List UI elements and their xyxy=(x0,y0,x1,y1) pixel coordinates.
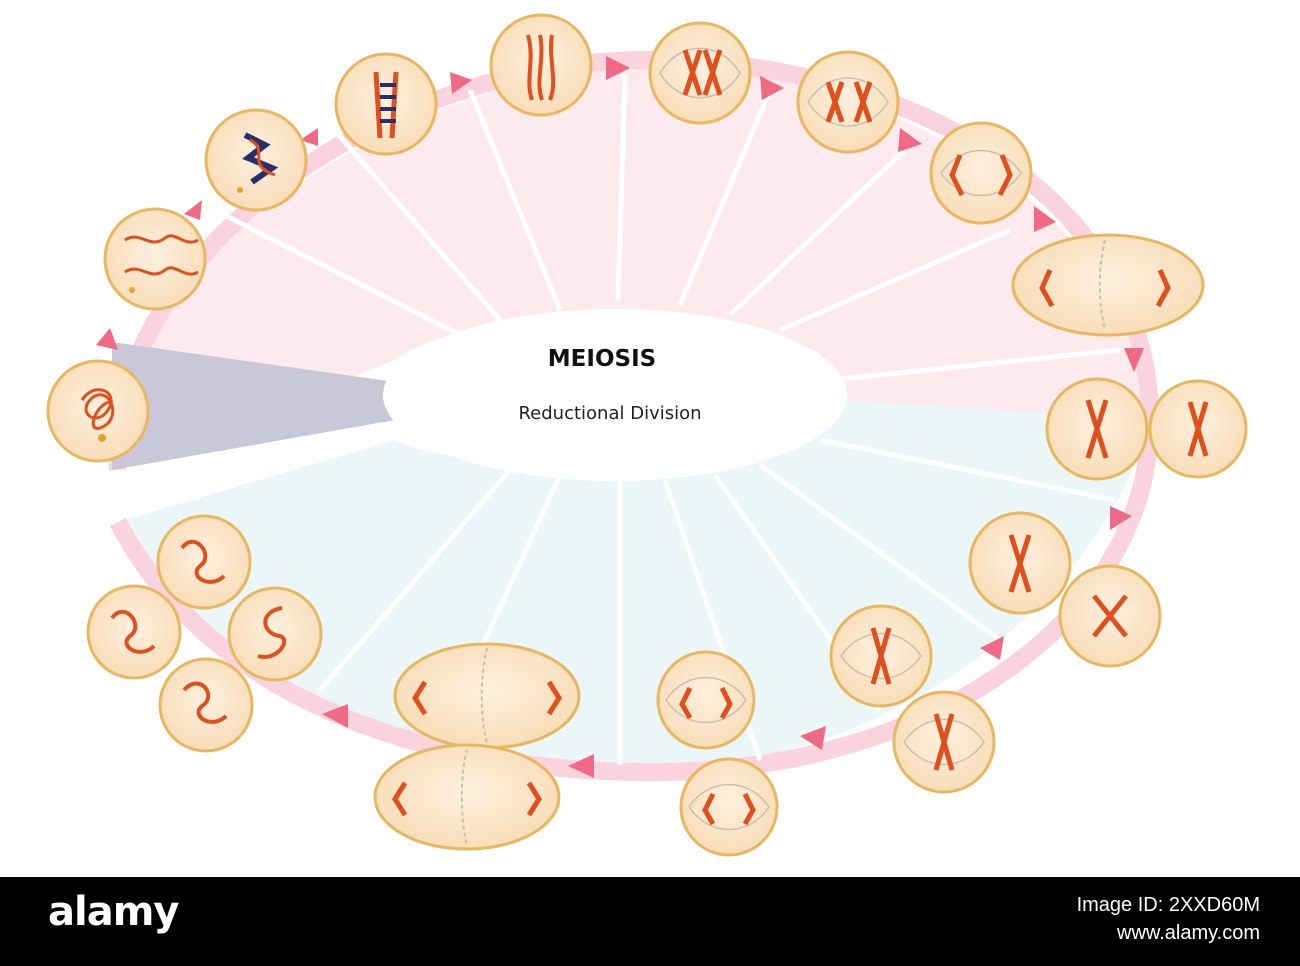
arrow-icon xyxy=(1034,206,1056,232)
cell-gamete-4 xyxy=(158,657,254,753)
arrow-icon xyxy=(96,328,118,350)
arrow-icon xyxy=(184,200,202,220)
cell-leptotene xyxy=(103,207,207,311)
cell-metaphase-one xyxy=(648,21,752,125)
cell-anaphase-two-a xyxy=(656,650,756,750)
cell-zygotene xyxy=(204,108,308,212)
cell-telophase-two-a xyxy=(393,642,581,750)
cell-gamete-1 xyxy=(156,514,252,610)
cycle-arrows xyxy=(96,56,1144,778)
arrow-icon xyxy=(450,72,472,94)
arrow-icon xyxy=(800,726,826,750)
arrow-icon xyxy=(1110,506,1132,530)
meiosis-cycle-diagram: MEIOSIS Reductional Division xyxy=(46,13,1248,857)
cell-pachytene xyxy=(334,52,438,156)
cell-anaphase-two-b xyxy=(679,757,779,857)
arrow-icon xyxy=(322,704,348,728)
cell-metaphase-two-b xyxy=(892,690,996,794)
cell-telophase-one-dividing xyxy=(1011,233,1205,337)
center-ellipse xyxy=(383,309,847,481)
stock-url: www.alamy.com xyxy=(1117,922,1260,944)
stock-image-id: Image ID: 2XXD60M xyxy=(1076,894,1260,916)
arrow-icon xyxy=(898,128,922,152)
arrow-icon xyxy=(300,128,318,146)
cell-gamete-3 xyxy=(227,586,323,682)
arrow-icon xyxy=(568,754,594,778)
cell-gamete-2 xyxy=(86,584,182,680)
cell-anaphase-one xyxy=(796,50,900,154)
stock-brand-logo: alamy xyxy=(48,889,179,935)
cell-metaphase-two-prep-a xyxy=(968,511,1072,615)
arrow-icon xyxy=(1124,348,1144,372)
cell-telophase-two-b xyxy=(373,743,561,851)
cell-telophase-one-early xyxy=(929,121,1033,225)
arrow-icon xyxy=(980,636,1004,660)
stock-banner: alamy Image ID: 2XXD60M www.alamy.com xyxy=(0,877,1300,966)
diagram-title: MEIOSIS xyxy=(548,346,656,372)
interphase-wedge xyxy=(112,342,395,470)
arrow-icon xyxy=(760,76,784,100)
cell-interphase xyxy=(46,359,150,463)
upper-sector-region xyxy=(117,65,1150,470)
cell-metaphase-two-a xyxy=(829,604,933,708)
diagram-subtitle: Reductional Division xyxy=(518,403,701,424)
stock-meta: Image ID: 2XXD60M www.alamy.com xyxy=(800,891,1260,947)
cell-diplotene xyxy=(489,13,593,117)
cell-prophase-two-b xyxy=(1148,379,1248,479)
cell-metaphase-two-prep-b xyxy=(1058,564,1162,668)
cell-prophase-two-a xyxy=(1045,377,1149,481)
arrow-icon xyxy=(606,56,630,80)
